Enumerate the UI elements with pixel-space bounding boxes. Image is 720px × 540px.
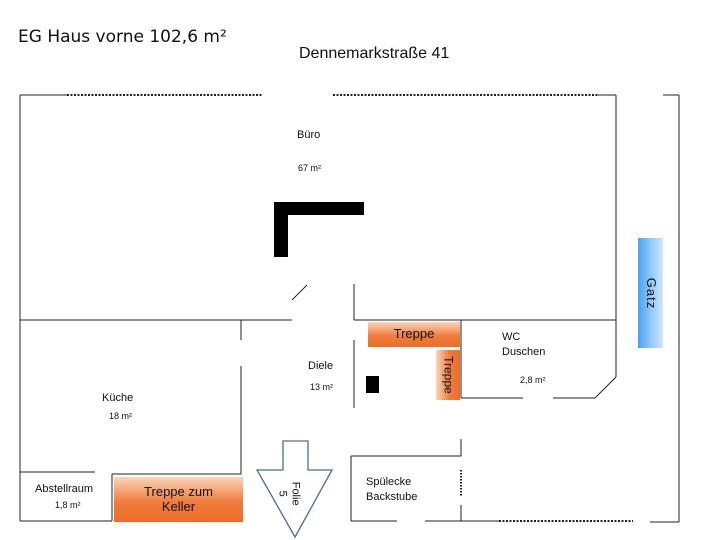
folie-arrow-shape	[255, 440, 334, 539]
stairs-horizontal-label: Treppe	[393, 326, 435, 342]
room-wc-name-2: Duschen	[502, 346, 546, 358]
stairs-cellar-label-2: Keller	[161, 498, 196, 514]
room-diele-name: Diele	[308, 360, 334, 372]
room-kueche-area: 18 m²	[109, 411, 133, 421]
stairs-horizontal: Treppe	[368, 322, 460, 347]
room-abstellraum-area: 1,8 m²	[55, 500, 81, 510]
stairs-cellar-label-1: Treppe zum	[144, 483, 213, 499]
stairs-to-cellar: Treppe zum Keller	[114, 477, 243, 522]
door-swing-wc	[594, 376, 617, 399]
chimney-horizontal	[274, 202, 364, 215]
room-buero-area: 67 m²	[298, 163, 322, 173]
stairs-vertical: Treppe	[436, 350, 460, 400]
room-spuelecke-name-2: Backstube	[366, 491, 418, 503]
room-kueche-name: Küche	[102, 392, 134, 404]
room-wc-area: 2,8 m²	[520, 375, 546, 385]
chimney-vertical	[274, 202, 288, 257]
room-abstellraum-name: Abstellraum	[35, 483, 94, 495]
folie-arrow[interactable]: Folie 5	[274, 474, 304, 514]
room-spuelecke-name: Spülecke	[366, 476, 412, 488]
column-diele	[366, 376, 379, 393]
folie-label: Folie 5	[277, 482, 302, 506]
room-diele-area: 13 m²	[310, 382, 334, 392]
room-buero-name: Büro	[297, 129, 321, 141]
stairs-vertical-label: Treppe	[441, 356, 456, 394]
door-swing-buero	[291, 284, 308, 301]
gatz-area: Gatz	[638, 238, 663, 348]
address-subtitle: Dennemarkstraße 41	[299, 45, 450, 62]
gatz-label: Gatz	[643, 277, 659, 309]
room-wc-name: WC	[502, 331, 521, 343]
page-title: EG Haus vorne 102,6 m²	[18, 27, 227, 47]
